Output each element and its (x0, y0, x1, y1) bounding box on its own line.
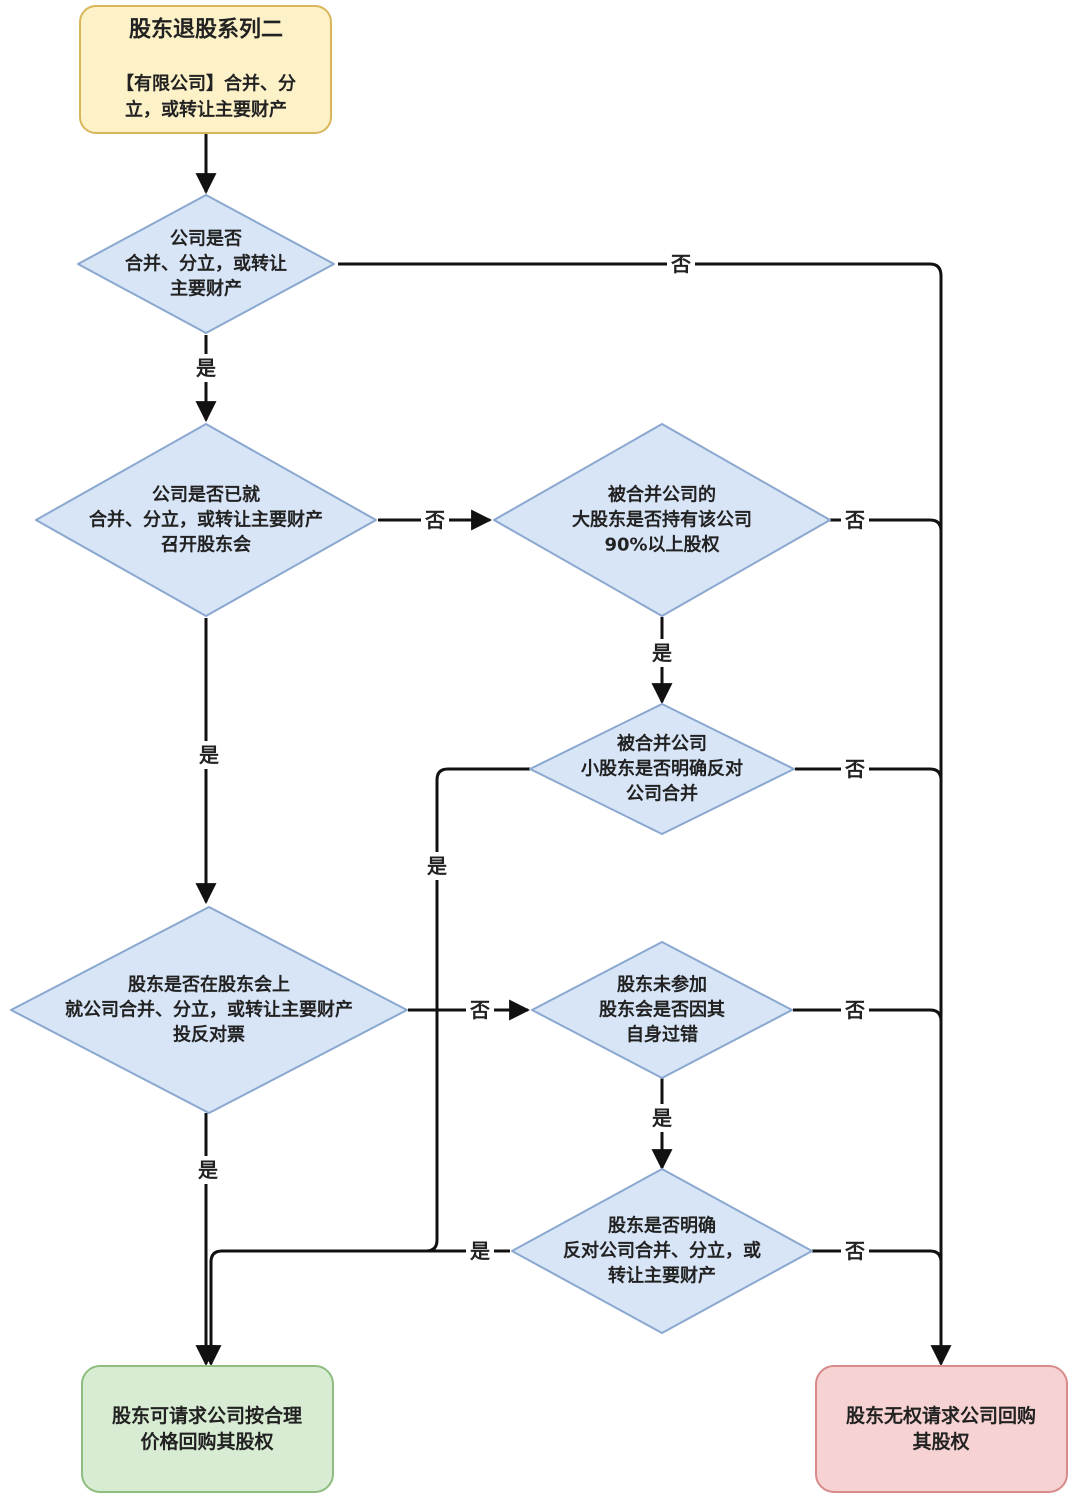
start-subtitle-line-2: 立，或转让主要财产 (125, 99, 287, 121)
decision-d2-text-line-3: 召开股东会 (161, 534, 251, 556)
label-d5-no-text: 否 (469, 998, 490, 1022)
label-d1-yes-text: 是 (195, 356, 216, 380)
decision-d1-shape (77, 194, 335, 334)
label-d6-no-text: 否 (844, 998, 865, 1022)
decision-d4-text-line-1: 被合并公司 (617, 733, 707, 755)
edge-d4-no (795, 767, 943, 781)
decision-d1-text-line-1: 公司是否 (170, 229, 242, 250)
label-d2-no: 否 (421, 506, 449, 534)
outcome-no-box (815, 1365, 1068, 1493)
label-d2-no-bg (421, 506, 449, 534)
label-d1-no-text: 否 (670, 252, 691, 276)
decision-d7-shape (511, 1168, 813, 1334)
decision-d3-text-line-2: 大股东是否持有该公司 (572, 509, 752, 531)
label-d6-no-bg (841, 996, 869, 1024)
decision-d6-text-line-1: 股东未参加 (616, 974, 707, 996)
decision-d1-text-line-3: 主要财产 (170, 278, 242, 300)
label-d4-yes: 是 (423, 852, 451, 880)
decision-d1-text-line-2: 合并、分立，或转让 (125, 253, 287, 275)
label-d7-yes-bg (466, 1237, 494, 1265)
label-d2-yes: 是 (195, 741, 223, 769)
decision-d4-text-line-2: 小股东是否明确反对 (581, 758, 743, 780)
label-d1-no: 否 (667, 250, 695, 278)
label-d5-yes: 是 (194, 1156, 222, 1184)
label-d5-yes-bg (194, 1156, 222, 1184)
decision-d3-shape (493, 423, 831, 617)
edge-d1-no (338, 262, 943, 277)
decision-d2-shape (35, 423, 377, 617)
label-d3-yes-text: 是 (651, 641, 672, 665)
decision-d7-text-line-3: 转让主要财产 (608, 1265, 716, 1287)
label-d3-yes-bg (648, 639, 676, 667)
decision-d6-text-line-3: 自身过错 (626, 1024, 698, 1046)
label-d2-yes-bg (195, 741, 223, 769)
label-d7-no: 否 (841, 1237, 869, 1265)
outcome-no-text-line-1: 股东无权请求公司回购 (846, 1404, 1036, 1427)
start-subtitle-line-1: 【有限公司】合并、分 (116, 73, 296, 95)
decision-d7-text-line-2: 反对公司合并、分立，或 (563, 1240, 761, 1262)
connector-lines (195, 133, 952, 1367)
outcome-yes-text-line-2: 价格回购其股权 (140, 1430, 273, 1453)
decision-d3-text-line-1: 被合并公司的 (608, 484, 716, 506)
label-d7-yes: 是 (466, 1237, 494, 1265)
decision-d5-text-line-2: 就公司合并、分立，或转让主要财产 (65, 999, 353, 1021)
label-d7-yes-text: 是 (469, 1239, 490, 1263)
outcome-no-text-line-2: 其股权 (912, 1430, 969, 1453)
label-d5-no: 否 (466, 996, 494, 1024)
edge-d7-no (812, 1249, 943, 1263)
label-d2-yes-text: 是 (198, 743, 219, 767)
decision-d4-shape (529, 703, 795, 835)
label-d4-no-text: 否 (844, 757, 865, 781)
label-d3-yes: 是 (648, 639, 676, 667)
decision-d2-text-line-2: 合并、分立，或转让主要财产 (89, 509, 323, 531)
decision-d6-text-line-2: 股东会是否因其 (598, 999, 725, 1021)
outcome-yes-text-line-1: 股东可请求公司按合理 (112, 1404, 302, 1427)
label-d3-no: 否 (841, 506, 869, 534)
label-d5-no-bg (466, 996, 494, 1024)
label-d3-no-text: 否 (844, 508, 865, 532)
label-d7-no-bg (841, 1237, 869, 1265)
label-d4-no: 否 (841, 755, 869, 783)
label-d4-yes-text: 是 (426, 854, 447, 878)
start-node: 股东退股系列二【有限公司】合并、分立，或转让主要财产 (79, 5, 332, 134)
decision-d4-text-line-3: 公司合并 (626, 783, 698, 805)
label-d6-yes: 是 (648, 1104, 676, 1132)
label-d1-yes-bg (192, 354, 220, 382)
start-title: 股东退股系列二 (129, 17, 283, 43)
decision-d5-text-line-1: 股东是否在股东会上 (127, 974, 290, 996)
start-box (79, 5, 332, 134)
label-d1-yes: 是 (192, 354, 220, 382)
decision-d6-shape (531, 941, 793, 1079)
label-d6-yes-text: 是 (651, 1106, 672, 1130)
label-d6-yes-bg (648, 1104, 676, 1132)
label-d7-no-text: 否 (844, 1239, 865, 1263)
label-d4-no-bg (841, 755, 869, 783)
label-d3-no-bg (841, 506, 869, 534)
decision-d5-shape (10, 906, 408, 1114)
label-d6-no: 否 (841, 996, 869, 1024)
edge-d6-no (793, 1008, 943, 1022)
decision-d7-text-line-1: 股东是否明确 (607, 1215, 716, 1237)
label-d2-no-text: 否 (424, 508, 445, 532)
outcome-yes-box (81, 1365, 334, 1493)
label-d4-yes-bg (423, 852, 451, 880)
decision-d5-text-line-3: 投反对票 (173, 1024, 245, 1046)
edge-d4-yes (200, 767, 530, 1367)
decision-d3-text-line-3: 90%以上股权 (604, 534, 720, 556)
edge-d3-no (830, 518, 943, 532)
decision-d2-text-line-1: 公司是否已就 (152, 484, 260, 506)
label-d5-yes-text: 是 (197, 1158, 218, 1182)
label-d1-no-bg (667, 250, 695, 278)
